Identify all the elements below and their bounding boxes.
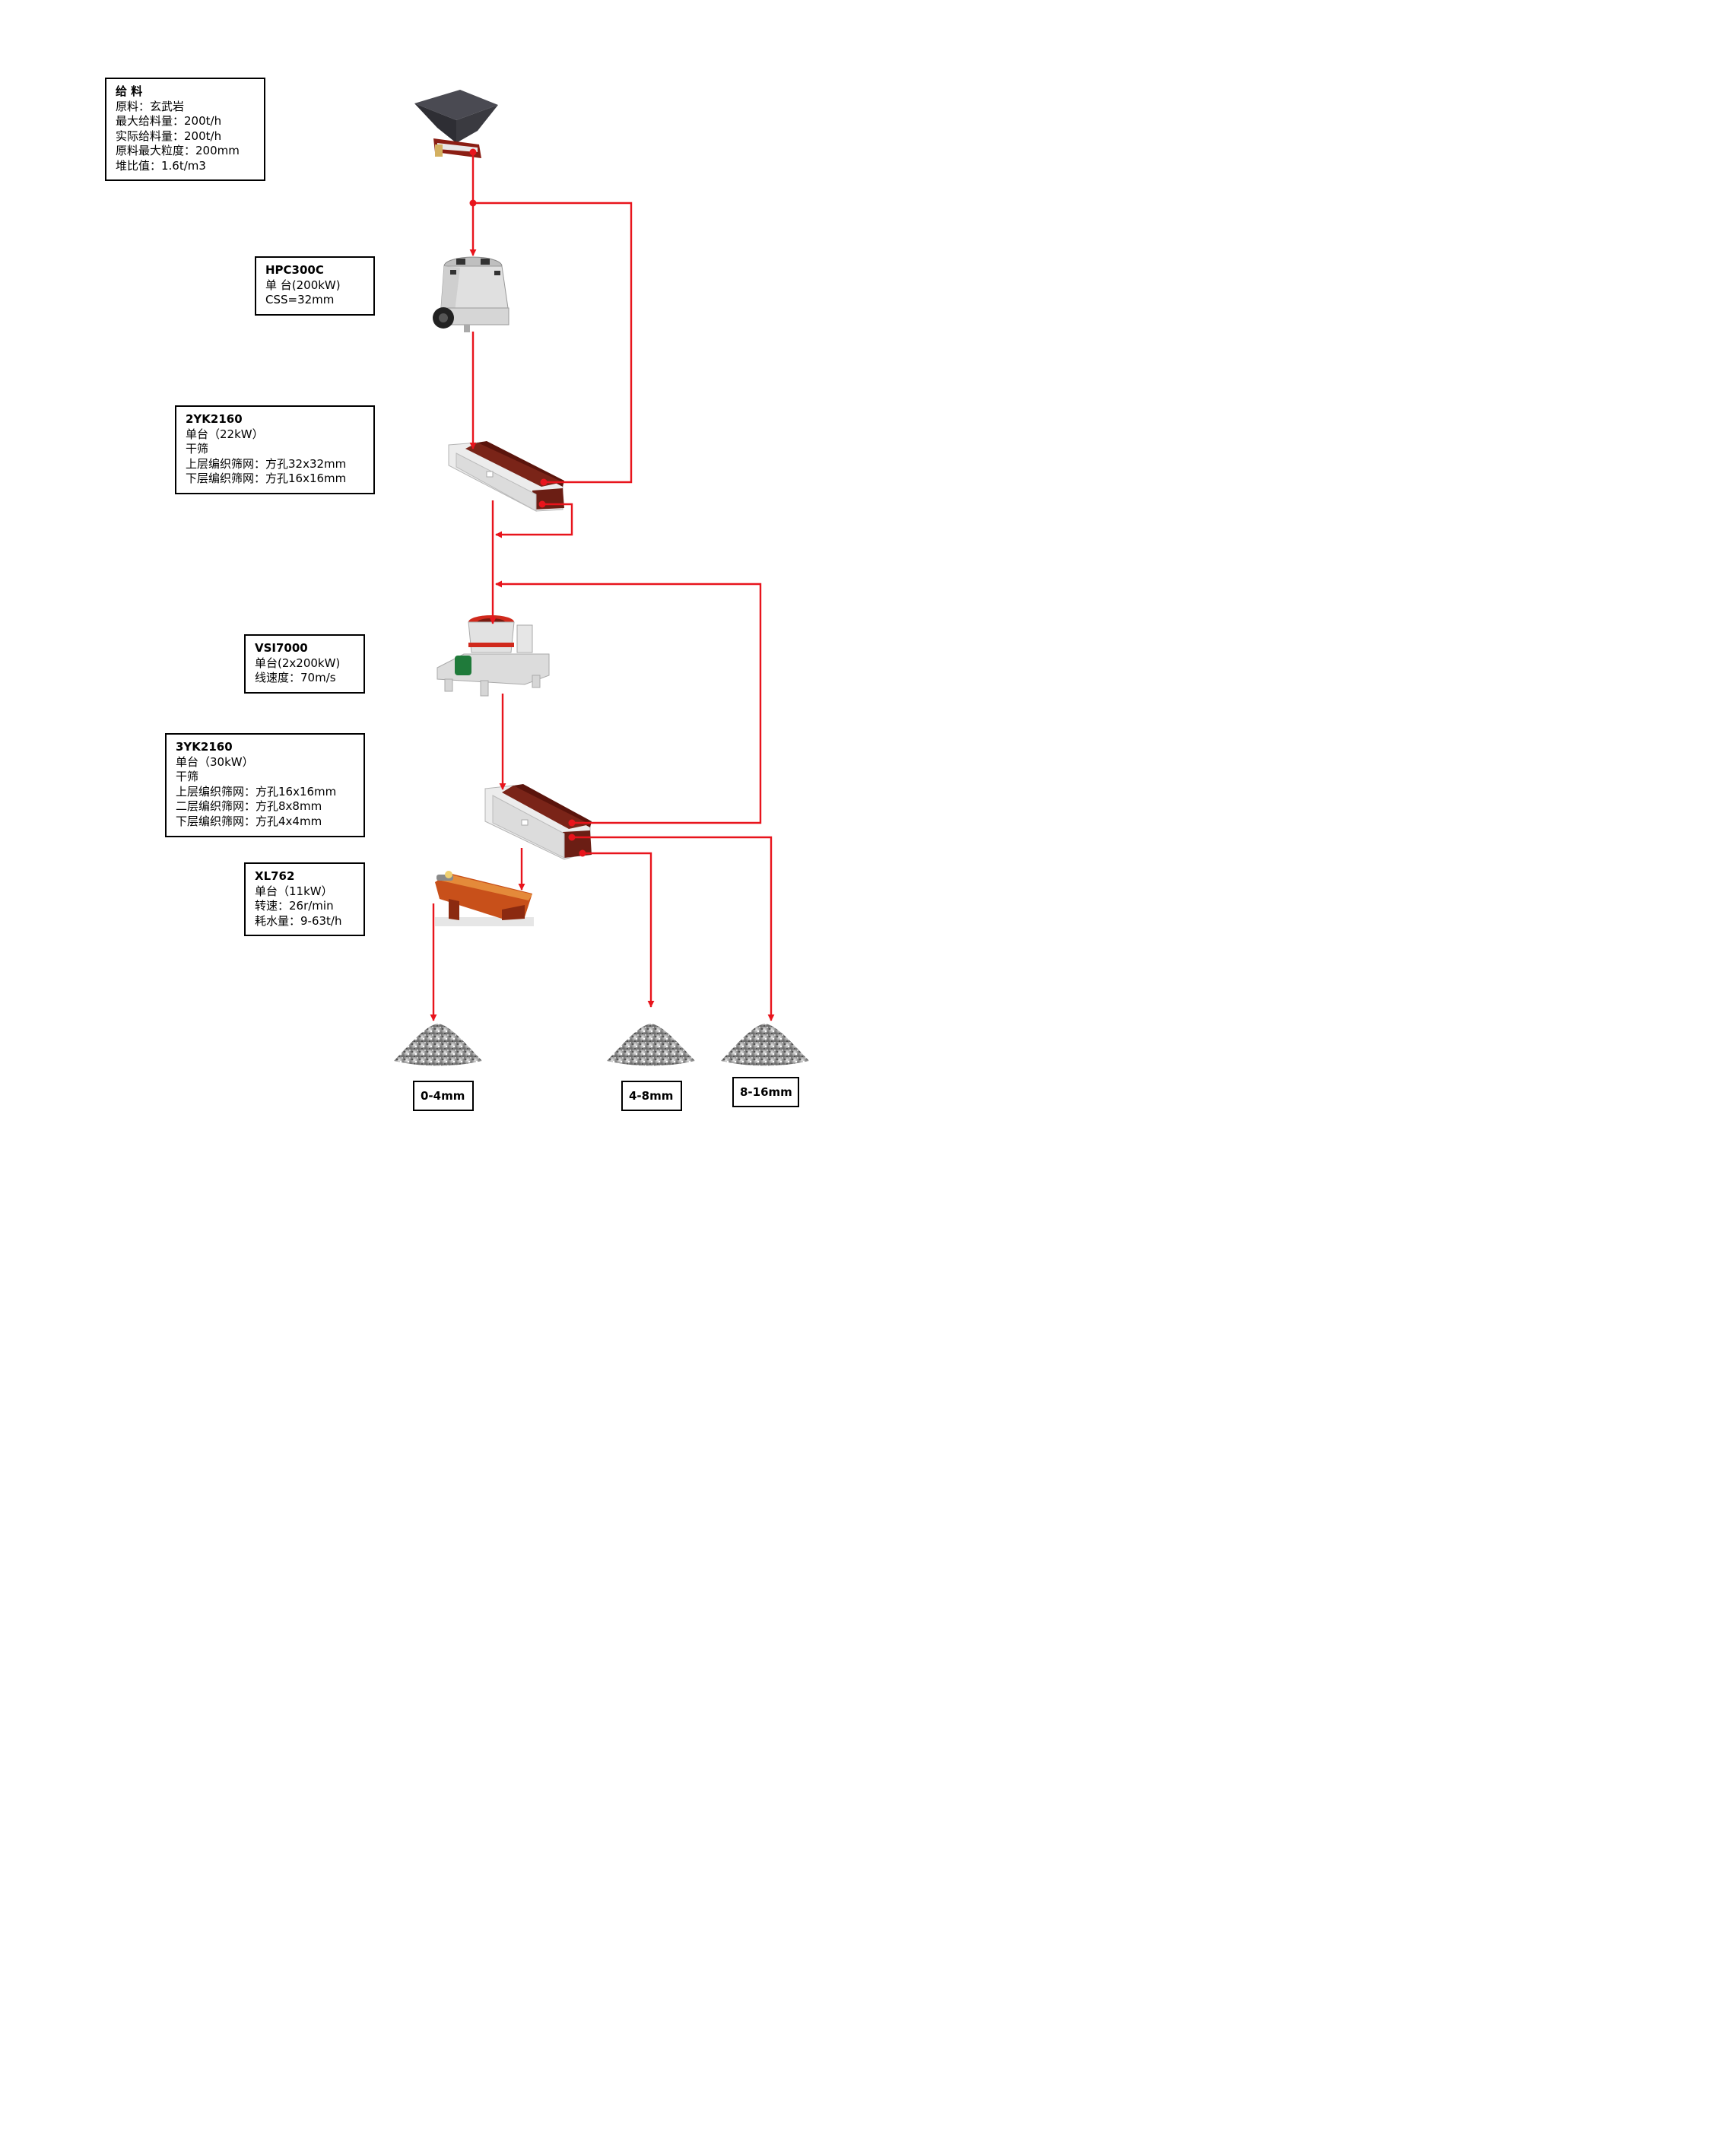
flow-screen2-to-8-16 [572,836,775,1021]
flow-screen1-middle-out [495,503,573,538]
gravel-pile-4-8 [607,1024,695,1066]
cone-crusher-icon [433,256,509,332]
gravel-pile-0-4 [394,1024,482,1066]
hpc-line: 单 台(200kW) [265,278,341,292]
washer-line: 单台（11kW） [255,884,333,898]
feed-line: 原料最大粒度：200mm [116,144,240,157]
feed-spec-box: 给 料 原料：玄武岩 最大给料量：200t/h 实际给料量：200t/h 原料最… [105,78,265,181]
screen1-spec-box: 2YK2160 单台（22kW） 干筛 上层编织筛网：方孔32x32mm 下层编… [175,405,375,494]
vibrating-screen-1-icon [448,441,564,512]
flow-screen2-to-4-8 [583,852,655,1008]
flow-diagram [394,90,809,1066]
sand-washer-icon [435,871,534,926]
gravel-pile-8-16 [721,1024,809,1066]
vsi-title: VSI7000 [255,641,308,655]
vsi-line: 线速度：70m/s [255,671,336,684]
vsi-spec-box: VSI7000 单台(2x200kW) 线速度：70m/s [244,634,365,694]
screen1-line: 上层编织筛网：方孔32x32mm [186,456,347,471]
product-label-4-8: 4-8mm [621,1081,682,1111]
washer-spec-box: XL762 单台（11kW） 转速：26r/min 耗水量：9-63t/h [244,862,365,936]
screen2-title: 3YK2160 [176,740,233,754]
screen2-spec-box: 3YK2160 单台（30kW） 干筛 上层编织筛网：方孔16x16mm 二层编… [165,733,365,837]
vsi-crusher-icon [436,615,550,697]
screen1-line: 下层编织筛网：方孔16x16mm [186,472,347,485]
hpc-spec-box: HPC300C 单 台(200kW) CSS=32mm [255,256,375,316]
hpc-line: CSS=32mm [265,293,335,306]
feed-line: 堆比值：1.6t/m3 [116,158,206,173]
product-label-0-4: 0-4mm [413,1081,474,1111]
vibrating-screen-2-icon [484,784,592,860]
screen2-line: 上层编织筛网：方孔16x16mm [176,784,337,799]
screen2-line: 单台（30kW） [176,754,254,769]
hpc-title: HPC300C [265,263,324,277]
screen2-line: 下层编织筛网：方孔4x4mm [176,814,322,828]
screen1-title: 2YK2160 [186,412,243,426]
feeder-hopper-icon [414,90,498,158]
flow-screen1-oversize-return [473,202,633,484]
screen2-line: 二层编织筛网：方孔8x8mm [176,799,322,813]
feed-line: 最大给料量：200t/h [116,114,222,128]
feed-title: 给 料 [116,84,143,98]
washer-title: XL762 [255,869,295,883]
screen1-line: 单台（22kW） [186,427,264,441]
washer-line: 转速：26r/min [255,899,334,913]
screen1-line: 干筛 [186,442,209,456]
product-label-8-16: 8-16mm [732,1077,799,1107]
washer-line: 耗水量：9-63t/h [255,913,342,928]
screen2-line: 干筛 [176,770,199,783]
flow-junctions [469,148,586,857]
feed-line: 实际给料量：200t/h [116,129,222,143]
vsi-line: 单台(2x200kW) [255,656,341,670]
feed-line: 原料：玄武岩 [116,99,185,113]
flow-screen2-return-to-vsi [495,580,762,824]
flow-lines [430,151,775,1021]
